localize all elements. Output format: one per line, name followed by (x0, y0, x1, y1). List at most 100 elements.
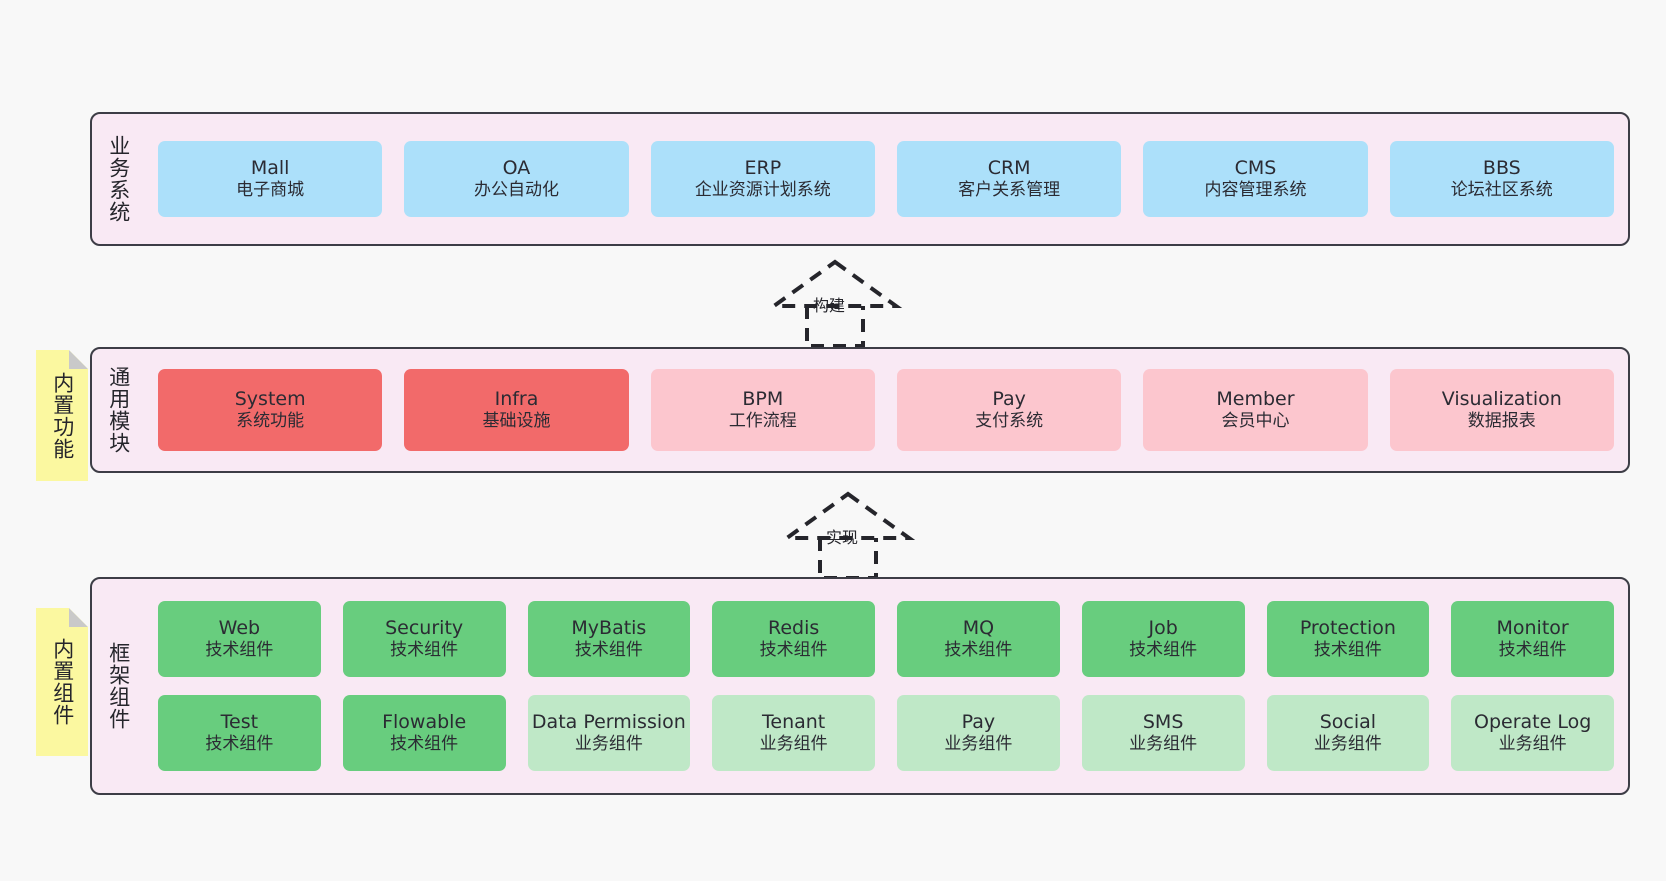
node-subtitle: 技术组件 (759, 640, 828, 661)
node-title: BPM (742, 388, 784, 411)
node-row: Mall 电子商城 OA 办公自动化 ERP 企业资源计划系统 CRM 客户关系… (158, 141, 1614, 217)
node-subtitle: 内容管理系统 (1204, 180, 1307, 201)
node-title: OA (502, 157, 531, 180)
node-subtitle: 企业资源计划系统 (694, 180, 831, 201)
node-crm[interactable]: CRM 客户关系管理 (896, 141, 1122, 217)
node-title: Mall (250, 157, 290, 180)
layer-body-framework-component: Web 技术组件 Security 技术组件 MyBatis 技术组件 Redi… (144, 579, 1628, 793)
node-subtitle: 业务组件 (759, 734, 828, 755)
node-title: ERP (744, 157, 782, 180)
node-title: Test (220, 711, 259, 734)
node-system[interactable]: System 系统功能 (158, 369, 383, 451)
node-title: Redis (767, 617, 820, 640)
connector-build-arrow (767, 259, 903, 348)
node-subtitle: 技术组件 (205, 734, 274, 755)
layer-common-module: 通用模块 System 系统功能 Infra 基础设施 BPM 工作流程 Pay… (90, 347, 1630, 473)
node-subtitle: 技术组件 (1129, 640, 1198, 661)
node-mall[interactable]: Mall 电子商城 (158, 141, 383, 217)
node-subtitle: 技术组件 (390, 640, 459, 661)
note-builtin-function: 内置功能 (36, 350, 88, 481)
node-subtitle: 数据报表 (1467, 411, 1536, 432)
node-title: Pay (992, 388, 1026, 411)
node-title: CRM (987, 157, 1031, 180)
node-subtitle: 工作流程 (728, 411, 797, 432)
node-subtitle: 业务组件 (944, 734, 1013, 755)
node-subtitle: 电子商城 (236, 180, 305, 201)
layer-framework-component: 框架组件 Web 技术组件 Security 技术组件 MyBatis 技术组件… (90, 577, 1630, 795)
node-bpm[interactable]: BPM 工作流程 (650, 369, 875, 451)
node-row: Web 技术组件 Security 技术组件 MyBatis 技术组件 Redi… (158, 601, 1614, 677)
node-title: SMS (1142, 711, 1184, 734)
node-protection[interactable]: Protection 技术组件 (1266, 601, 1430, 677)
layer-title-common-module: 通用模块 (106, 366, 131, 454)
layer-body-common-module: System 系统功能 Infra 基础设施 BPM 工作流程 Pay 支付系统… (144, 349, 1628, 471)
node-title: Job (1148, 617, 1178, 640)
node-subtitle: 技术组件 (390, 734, 459, 755)
node-title: Pay (961, 711, 996, 734)
node-title: Tenant (762, 711, 826, 734)
node-visualization[interactable]: Visualization 数据报表 (1389, 369, 1614, 451)
connector-build-label: 构建 (813, 296, 846, 315)
node-subtitle: 业务组件 (1498, 734, 1567, 755)
node-erp[interactable]: ERP 企业资源计划系统 (650, 141, 875, 217)
connector-build: 构建 (755, 256, 935, 348)
node-member[interactable]: Member 会员中心 (1143, 369, 1368, 451)
node-data-permission[interactable]: Data Permission 业务组件 (527, 695, 691, 771)
node-monitor[interactable]: Monitor 技术组件 (1451, 601, 1614, 677)
node-title: Operate Log (1473, 711, 1592, 734)
node-subtitle: 基础设施 (482, 411, 551, 432)
node-subtitle: 技术组件 (574, 640, 643, 661)
node-subtitle: 客户关系管理 (958, 180, 1061, 201)
node-subtitle: 办公自动化 (473, 180, 559, 201)
node-title: Flowable (382, 711, 467, 734)
note-fold-icon (69, 608, 88, 627)
node-pay-component[interactable]: Pay 业务组件 (897, 695, 1060, 771)
node-operate-log[interactable]: Operate Log 业务组件 (1451, 695, 1614, 771)
node-flowable[interactable]: Flowable 技术组件 (342, 695, 506, 771)
node-web[interactable]: Web 技术组件 (158, 601, 321, 677)
node-infra[interactable]: Infra 基础设施 (404, 369, 629, 451)
node-social[interactable]: Social 业务组件 (1266, 695, 1430, 771)
node-row: System 系统功能 Infra 基础设施 BPM 工作流程 Pay 支付系统… (158, 369, 1614, 451)
node-title: Visualization (1441, 388, 1562, 411)
node-title: Monitor (1496, 617, 1569, 640)
node-mq[interactable]: MQ 技术组件 (897, 601, 1060, 677)
node-subtitle: 业务组件 (1129, 734, 1198, 755)
connector-implement-label: 实现 (826, 528, 859, 547)
note-label: 内置组件 (50, 638, 75, 726)
node-subtitle: 系统功能 (236, 411, 305, 432)
node-redis[interactable]: Redis 技术组件 (712, 601, 875, 677)
node-title: Web (218, 617, 261, 640)
node-row: Test 技术组件 Flowable 技术组件 Data Permission … (158, 695, 1614, 771)
layer-body-business-system: Mall 电子商城 OA 办公自动化 ERP 企业资源计划系统 CRM 客户关系… (144, 114, 1628, 244)
node-subtitle: 业务组件 (1313, 734, 1382, 755)
node-job[interactable]: Job 技术组件 (1081, 601, 1245, 677)
node-subtitle: 会员中心 (1221, 411, 1290, 432)
note-fold-icon (69, 350, 88, 369)
node-oa[interactable]: OA 办公自动化 (404, 141, 629, 217)
node-bbs[interactable]: BBS 论坛社区系统 (1389, 141, 1614, 217)
node-title: Protection (1299, 617, 1396, 640)
layer-business-system: 业务系统 Mall 电子商城 OA 办公自动化 ERP 企业资源计划系统 CRM… (90, 112, 1630, 246)
node-cms[interactable]: CMS 内容管理系统 (1143, 141, 1368, 217)
node-title: BBS (1482, 157, 1521, 180)
node-subtitle: 支付系统 (975, 411, 1044, 432)
node-tenant[interactable]: Tenant 业务组件 (712, 695, 875, 771)
connector-implement: 实现 (768, 488, 948, 580)
node-subtitle: 技术组件 (944, 640, 1013, 661)
node-title: Data Permission (531, 711, 686, 734)
node-title: Social (1319, 711, 1377, 734)
node-title: MQ (962, 617, 995, 640)
layer-title-framework-component: 框架组件 (106, 642, 131, 730)
node-mybatis[interactable]: MyBatis 技术组件 (527, 601, 691, 677)
note-label: 内置功能 (50, 371, 75, 460)
node-title: Infra (494, 388, 539, 411)
node-pay-module[interactable]: Pay 支付系统 (896, 369, 1122, 451)
node-security[interactable]: Security 技术组件 (342, 601, 506, 677)
node-test[interactable]: Test 技术组件 (158, 695, 321, 771)
node-sms[interactable]: SMS 业务组件 (1081, 695, 1245, 771)
node-title: Member (1216, 388, 1295, 411)
node-subtitle: 业务组件 (574, 734, 643, 755)
node-subtitle: 技术组件 (1313, 640, 1382, 661)
